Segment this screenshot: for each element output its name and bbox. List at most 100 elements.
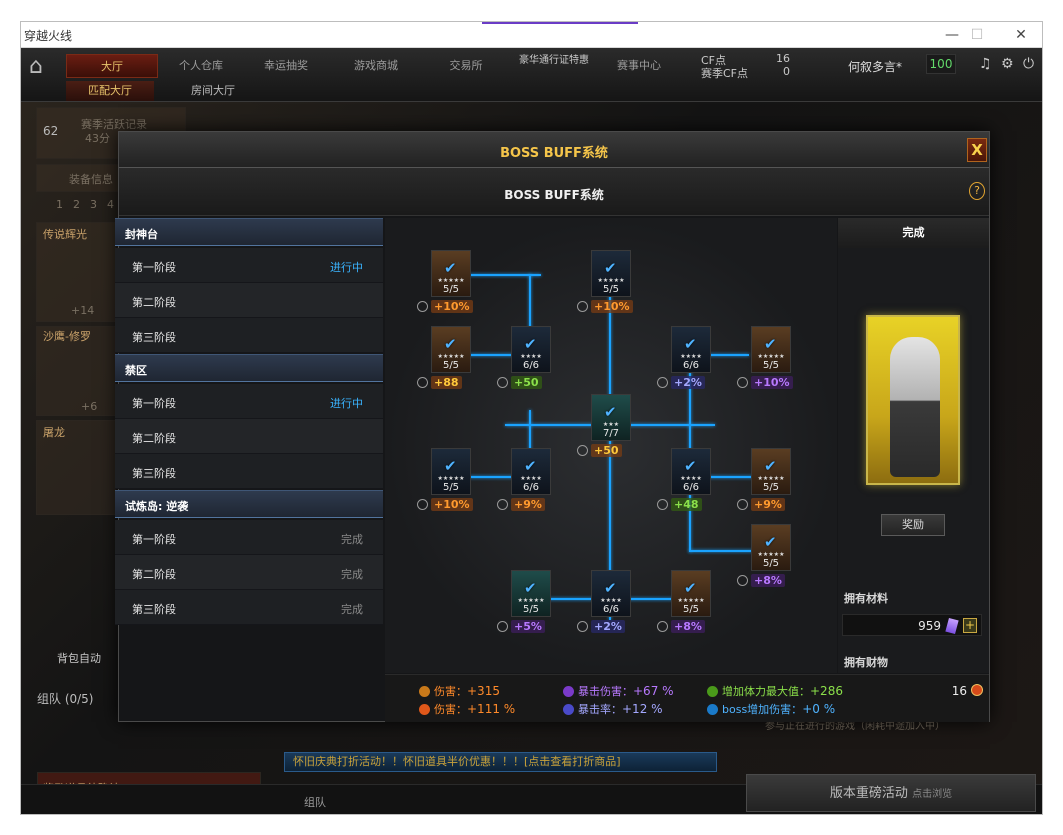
damage-icon [419,686,430,697]
player-level: 62 [43,124,59,138]
buff-card: ✔★★★★★5/5 [431,250,471,297]
gem-icon [945,617,959,635]
close-button[interactable]: ✕ [1015,27,1027,43]
weapon-slot-3[interactable] [36,420,116,515]
check-icon: ✔ [604,259,617,277]
slot-1[interactable]: 1 [56,198,63,211]
materials-value: 959 [918,619,941,633]
coin-icon [971,684,983,696]
stage-row[interactable]: 第二阶段 [115,419,383,454]
refresh-icon[interactable] [577,620,588,632]
stage-row[interactable]: 第一阶段完成 [115,520,383,555]
buff-node[interactable]: ✔★★★★★5/5 +10% [577,250,633,313]
cf-label: CF点 [701,54,727,67]
tree-link [469,274,541,276]
buff-node[interactable]: ✔★★★★6/6 +2% [657,326,711,389]
weapon-2-level: +6 [81,400,98,413]
maximize-button[interactable]: ☐ [970,27,984,43]
buff-tree: ✔★★★★★5/5 +10% ✔★★★★★5/5 +10% ✔★★★★★5/5 … [385,218,837,673]
refresh-icon[interactable] [657,620,668,632]
player-name[interactable]: 何叙多言* [848,60,903,74]
stage-row[interactable]: 第一阶段进行中 [115,384,383,419]
refresh-icon[interactable] [657,498,668,510]
news-marquee[interactable]: 怀旧庆典打折活动！！怀旧道具半价优惠！！！[点击查看打折商品] [284,752,717,772]
stat-boss-damage: boss增加伤害：+0 % [707,701,835,717]
weapon-3-name: 屠龙 [43,426,65,439]
category-fengshentai[interactable]: 封神台 [115,218,383,246]
buff-node[interactable]: ✔★★★★★5/5 +9% [737,448,791,511]
buff-node[interactable]: ✔★★★★★5/5 +10% [737,326,793,389]
music-icon[interactable]: ♫ [979,56,992,72]
buff-node[interactable]: ✔★★★★★5/5 +8% [737,524,791,587]
refresh-icon[interactable] [657,376,668,388]
buff-node[interactable]: ✔★★★★6/6 +2% [577,570,631,633]
stage-row[interactable]: 第二阶段 [115,283,383,318]
refresh-icon[interactable] [737,376,748,388]
stage-row[interactable]: 第三阶段完成 [115,590,383,625]
slot-4[interactable]: 4 [107,198,114,211]
stat-max-hp: 增加体力最大值：+286 [707,683,843,699]
subtab-match-lobby[interactable]: 匹配大厅 [66,81,154,101]
slot-2[interactable]: 2 [73,198,80,211]
stage-row[interactable]: 第三阶段 [115,454,383,489]
buff-node[interactable]: ✔★★★★★5/5 +88 [417,326,471,389]
join-hint: 参与正在进行的游戏（闲耗中途加入中） [765,721,945,732]
claim-reward-button[interactable]: 奖励 [881,514,945,536]
power-icon[interactable]: ⏻ [1023,56,1035,72]
check-icon: ✔ [444,457,457,475]
refresh-icon[interactable] [577,444,588,456]
promo-title: 版本重磅活动 [829,786,908,801]
minimize-button[interactable]: — [945,27,959,43]
refresh-icon[interactable] [737,574,748,586]
weapon-1-name: 传说辉光 [43,228,87,241]
tab-exchange[interactable]: 交易所 [449,59,483,72]
check-icon: ✔ [524,335,537,353]
category-trial-island[interactable]: 试炼岛: 逆袭 [115,490,383,518]
tree-link [469,476,529,478]
home-icon[interactable]: ⌂ [29,54,43,79]
stage-row[interactable]: 第二阶段完成 [115,555,383,590]
refresh-icon[interactable] [737,498,748,510]
buff-node[interactable]: ✔★★★★★5/5 +10% [417,250,473,313]
refresh-icon[interactable] [417,376,428,388]
titlebar-accent [482,22,638,24]
fire-icon [419,704,430,715]
refresh-icon[interactable] [497,498,508,510]
slot-3[interactable]: 3 [90,198,97,211]
refresh-icon[interactable] [417,498,428,510]
check-icon: ✔ [524,579,537,597]
team-count: 组队 (0/5) [37,692,94,706]
refresh-icon[interactable] [417,300,428,312]
tab-warehouse[interactable]: 个人仓库 [179,59,223,72]
buff-node[interactable]: ✔★★★★6/6 +9% [497,448,551,511]
tab-event-center[interactable]: 赛事中心 [617,59,661,72]
help-icon[interactable]: ? [969,182,985,200]
version-event-button[interactable]: 版本重磅活动 点击浏览 [746,774,1036,812]
category-restricted-zone[interactable]: 禁区 [115,354,383,382]
dialog-close-button[interactable]: X [967,138,987,162]
auto-bag-toggle[interactable]: 背包自动 [57,652,101,665]
stage-row[interactable]: 第一阶段进行中 [115,248,383,283]
refresh-icon[interactable] [497,376,508,388]
add-material-button[interactable]: + [963,618,977,633]
subtab-room-lobby[interactable]: 房间大厅 [191,84,235,97]
buff-node[interactable]: ✔★★★★★5/5 +10% [417,448,473,511]
tree-link [529,274,531,338]
stage-row[interactable]: 第三阶段 [115,318,383,353]
buff-node[interactable]: ✔★★★★6/6 +50 [497,326,551,389]
tab-battle-pass[interactable]: 豪华通行证特惠 [519,55,589,66]
buff-node[interactable]: ✔★★★★6/6 +48 [657,448,711,511]
refresh-icon[interactable] [577,300,588,312]
tab-shop[interactable]: 游戏商城 [354,59,398,72]
tree-link [689,550,769,552]
window-titlebar: 穿越火线 — ☐ ✕ [21,22,1042,48]
wealth-label: 拥有财物 [844,656,888,669]
refresh-icon[interactable] [497,620,508,632]
buff-node[interactable]: ✔★★★★★5/5 +8% [657,570,711,633]
buff-node[interactable]: ✔★★★★★5/5 +5% [497,570,551,633]
tab-lobby[interactable]: 大厅 [66,54,158,78]
tab-lucky-draw[interactable]: 幸运抽奖 [264,59,308,72]
character-portrait [890,337,940,477]
buff-node-center[interactable]: ✔★★★7/7 +50 [577,394,631,457]
gear-icon[interactable]: ⚙ [1001,56,1014,72]
